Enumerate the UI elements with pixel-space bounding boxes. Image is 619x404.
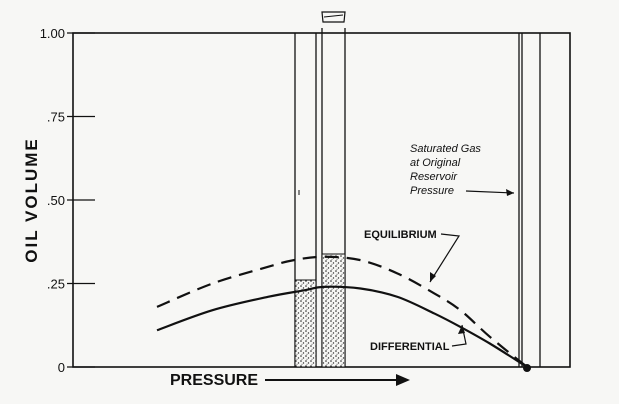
annotation-arrow-line (465, 190, 515, 194)
annotation-line-4: Pressure (410, 185, 454, 197)
y-tick-label: .75 (47, 110, 65, 125)
annotation-line-2: at Original (410, 157, 461, 169)
differential-leader-arrow (458, 325, 465, 334)
series-label-differential: DIFFERENTIAL (370, 341, 450, 353)
cell-cap-stripe (323, 14, 344, 18)
series-layer (156, 255, 528, 368)
saturation-cell (518, 33, 541, 367)
liquid-fill-right (321, 253, 346, 368)
equilibrium-leader-line (429, 233, 461, 283)
series-line-equilibrium (156, 255, 528, 368)
y-axis-title: OIL VOLUME (22, 137, 41, 262)
y-tick-label: .25 (47, 277, 65, 292)
annotation-arrow-head (506, 189, 514, 196)
x-axis-arrow-head (396, 374, 410, 386)
liquid-fill-left (294, 279, 317, 368)
annotation-line-3: Reservoir (410, 171, 458, 183)
y-tick-label: 1.00 (40, 26, 65, 41)
y-tick-label: 0 (58, 360, 65, 375)
cell-cap-top (321, 11, 346, 23)
x-axis-title: PRESSURE (170, 372, 258, 389)
y-tick-label: .50 (47, 193, 65, 208)
saturated-gas-annotation: Saturated Gas at Original Reservoir Pres… (410, 143, 515, 197)
equilibrium-leader-arrow (430, 272, 436, 282)
y-axis: 1.00 .75 .50 .25 0 (40, 26, 95, 375)
annotation-line-1: Saturated Gas (410, 143, 481, 155)
series-line-differential (156, 285, 528, 368)
middle-cells (294, 11, 346, 368)
series-label-equilibrium: EQUILIBRIUM (364, 229, 437, 241)
saturation-point-marker (523, 364, 531, 372)
